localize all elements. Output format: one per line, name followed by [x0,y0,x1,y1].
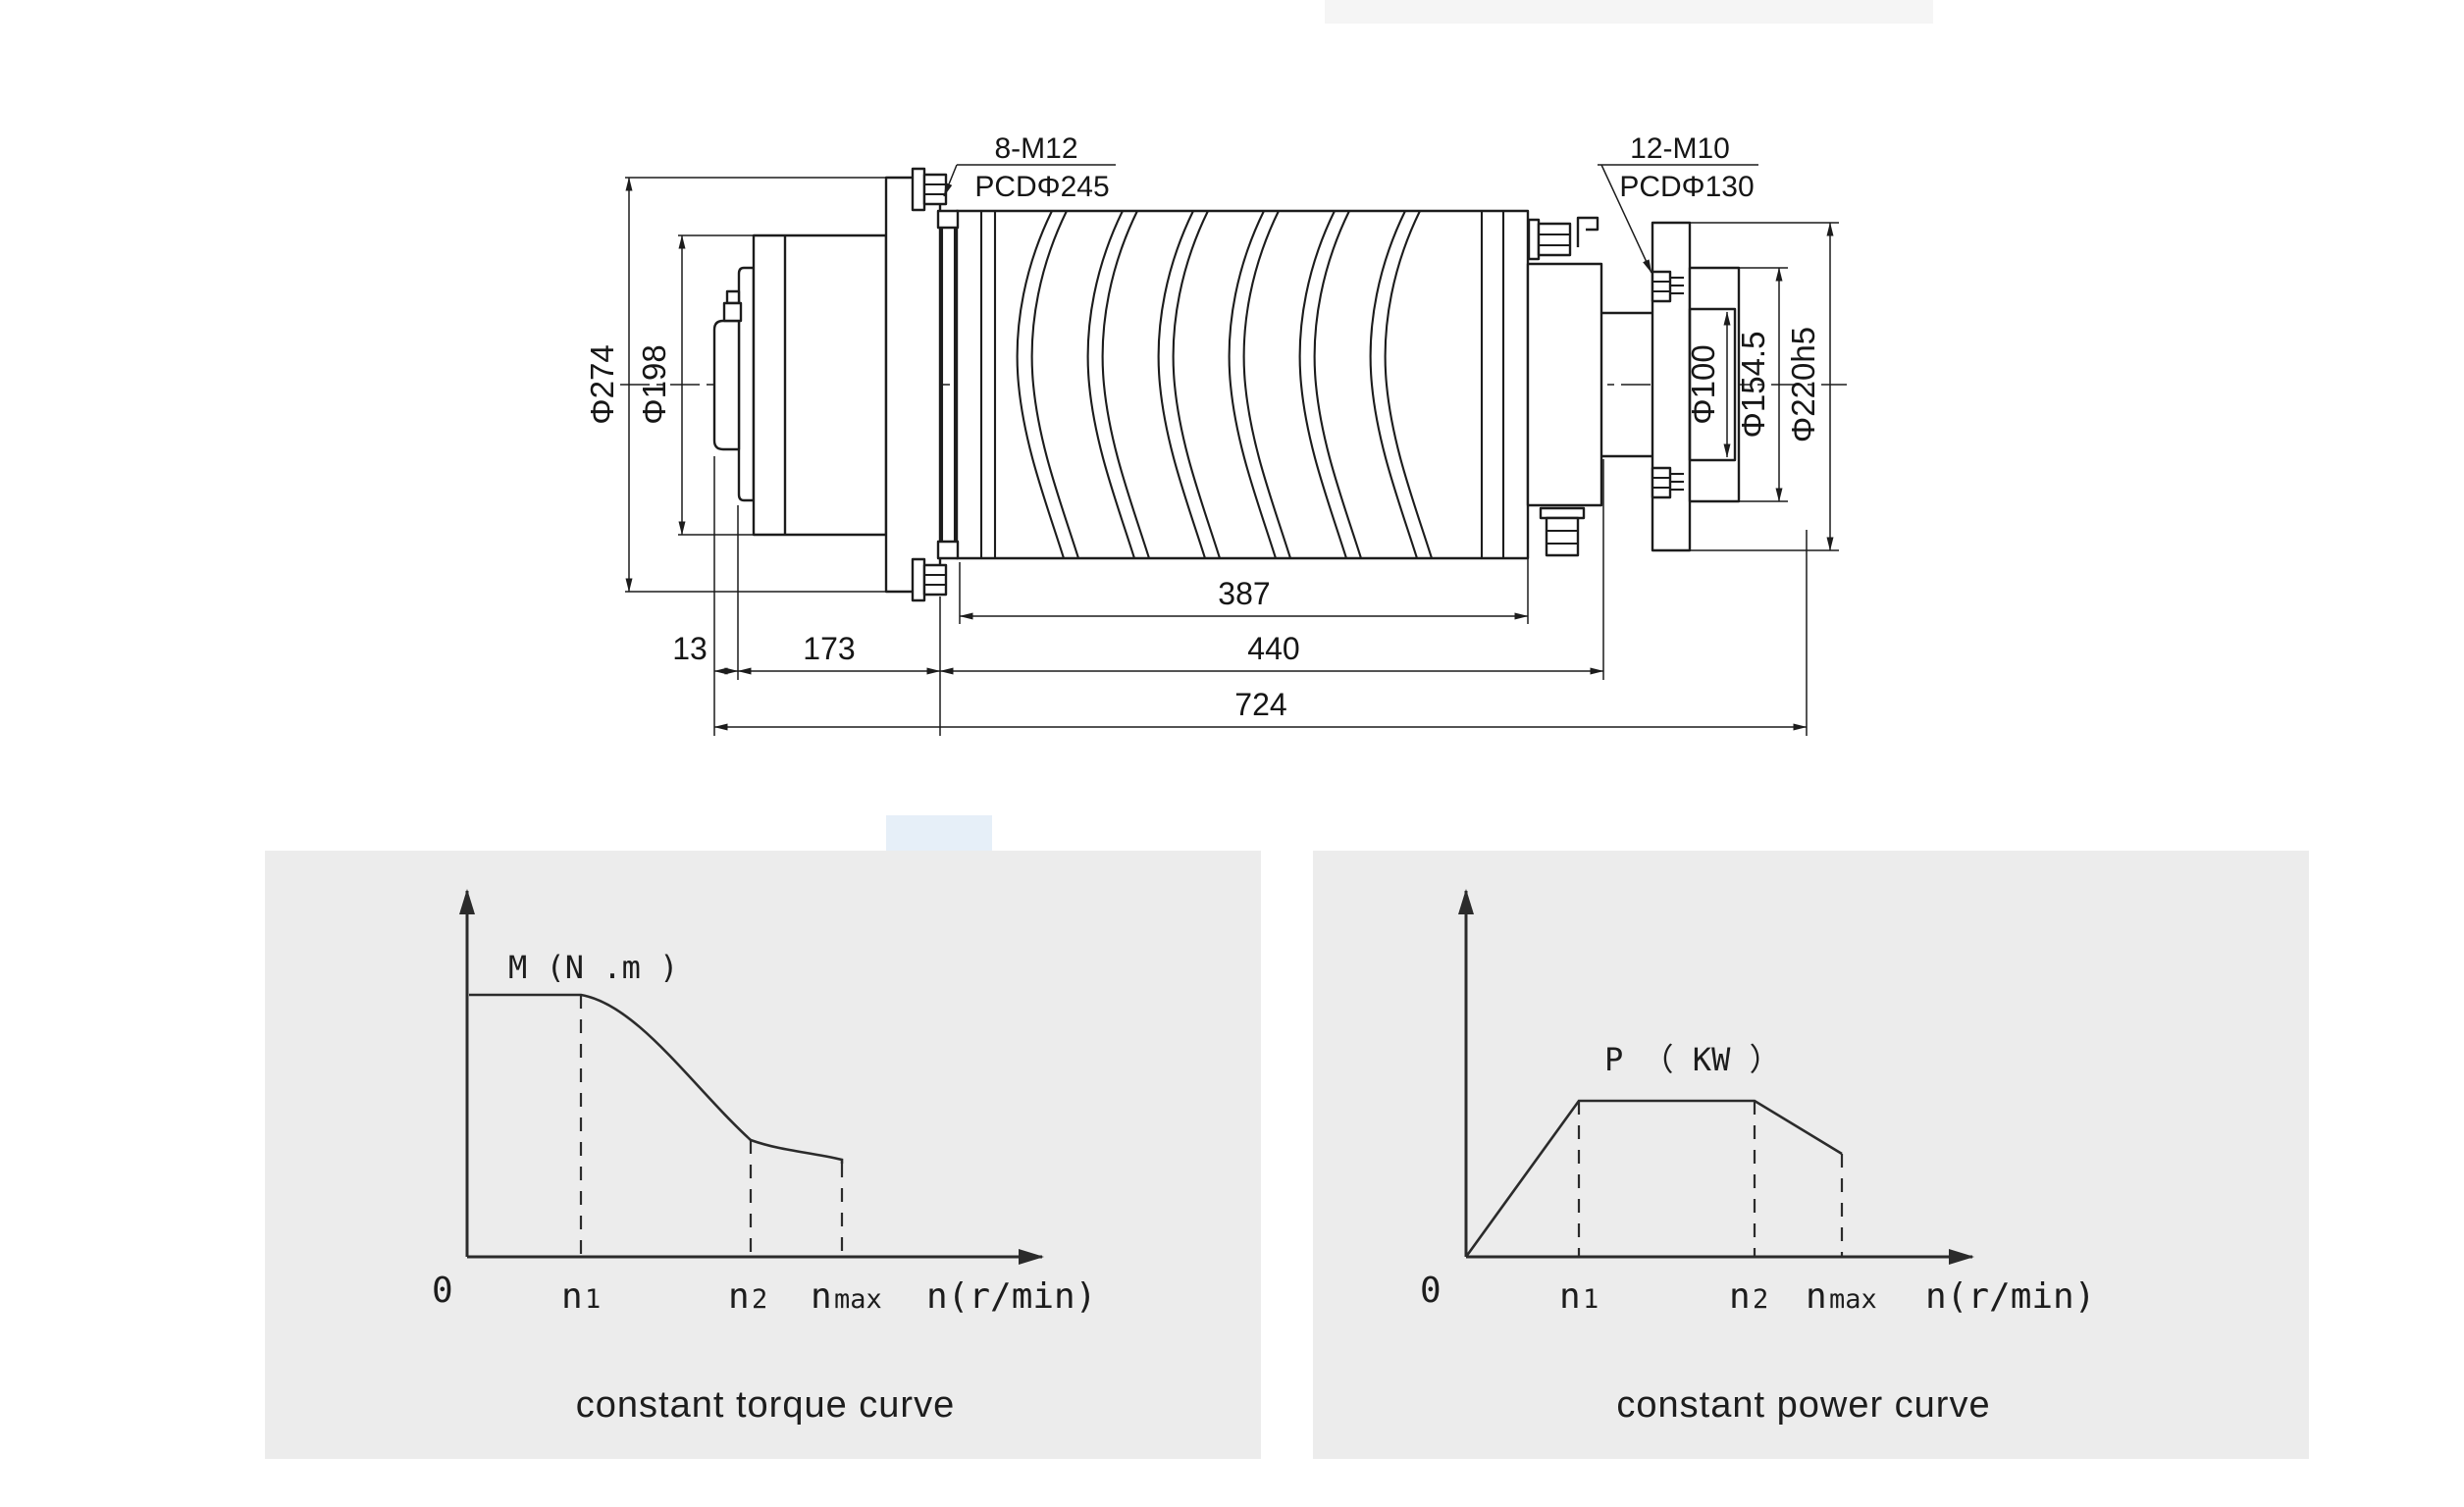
torque-curve [469,993,844,1164]
m12-top-head [922,173,948,206]
label-pcd245: PCDΦ245 [974,171,1109,203]
housing-block [1526,262,1603,507]
torque-caption: constant torque curve [576,1384,955,1426]
nose-boss [1688,307,1737,462]
rear-strip [737,266,756,502]
power-origin-label: 0 [1420,1271,1442,1311]
dim-13-label: 13 [672,631,708,666]
torque-x-axis-label: n(r/min) [926,1276,1096,1317]
torque-panel [265,851,1261,1459]
spindle-nose [1688,266,1741,503]
power-panel [1313,851,2309,1459]
dia-154-label: Φ154.5 [1735,332,1771,439]
torque-tick-nmax-sub: max [834,1284,882,1315]
dia-274-label: Φ274 [584,344,620,424]
m12-top-washer [911,167,926,212]
torque-tick-n2-sub: 2 [752,1284,767,1315]
m12-bottom-washer [911,557,926,602]
torque-tick-n1-sub: 1 [585,1284,601,1315]
scan-artifact-top [1325,0,1933,24]
power-y-label: P （ KW ） [1604,1041,1781,1078]
m10-bottom-head [1651,466,1672,499]
dim-724-label: 724 [1234,687,1286,722]
power-tick-n2-sub: 2 [1753,1284,1768,1315]
rear-connector-top [725,289,741,305]
front-flange [1651,221,1692,552]
m12-bottom-head [922,563,948,597]
power-curve [1464,1099,1843,1258]
helical-cooling-fins [1016,210,1434,559]
torque-origin-label: 0 [432,1271,453,1311]
rear-block [752,234,888,537]
label-12-m10: 12-M10 [1630,132,1730,165]
dia-198-label: Φ198 [636,344,672,424]
rear-connector [722,301,743,323]
torque-tick-nmax: n [811,1276,832,1317]
drawing-labels: 8-M12 PCDΦ245 12-M10 PCDΦ130 Φ274 Φ198 Φ… [584,132,1821,722]
dia-220h5-label: Φ220h5 [1785,327,1821,442]
bottom-bolt-head [1545,516,1580,557]
clamp-tab-bottom [936,540,960,560]
dim-440-label: 440 [1247,631,1299,666]
top-fitting-head [1537,222,1572,257]
power-tick-n1-sub: 1 [1583,1284,1599,1315]
bottom-bolt-washer [1539,506,1586,520]
top-fitting-washer [1527,218,1541,261]
label-pcd130: PCDΦ130 [1619,171,1754,203]
dia-100-label: Φ100 [1685,344,1721,424]
flange-plate [884,176,942,594]
top-fitting-bracket [1576,216,1599,247]
power-tick-n2: n [1729,1276,1751,1317]
engineering-drawing: 8-M12 PCDΦ245 12-M10 PCDΦ130 Φ274 Φ198 Φ… [584,132,1847,736]
spindle-neck [1601,311,1652,458]
torque-y-label: M (N .m ) [508,949,678,986]
rear-housing-block [752,234,888,537]
dim-387-label: 387 [1218,576,1270,611]
label-8-m12: 8-M12 [994,132,1077,165]
rear-cover [712,319,741,451]
constant-torque-chart: M (N .m ) 0 n 1 n 2 n max n(r/min) const… [265,851,1261,1459]
dimension-lines [625,164,1839,736]
rear-encoder-section [712,266,756,502]
dim-173-label: 173 [803,631,855,666]
power-caption: constant power curve [1616,1384,1990,1426]
scan-artifact-blue [886,815,992,855]
mounting-flange [884,167,948,602]
torque-tick-n2: n [728,1276,750,1317]
constant-power-chart: P （ KW ） 0 n 1 n 2 n max n(r/min) consta… [1313,851,2309,1459]
power-tick-nmax: n [1806,1276,1827,1317]
clamp-tab-top [936,209,960,230]
power-tick-n1: n [1559,1276,1581,1317]
front-bearing-housing [1526,216,1603,557]
power-tick-nmax-sub: max [1829,1284,1877,1315]
power-x-axis-label: n(r/min) [1925,1276,2095,1317]
motor-body [936,209,1530,560]
m10-top-head [1651,270,1672,303]
torque-tick-n1: n [561,1276,583,1317]
nose-disc [1688,266,1741,503]
